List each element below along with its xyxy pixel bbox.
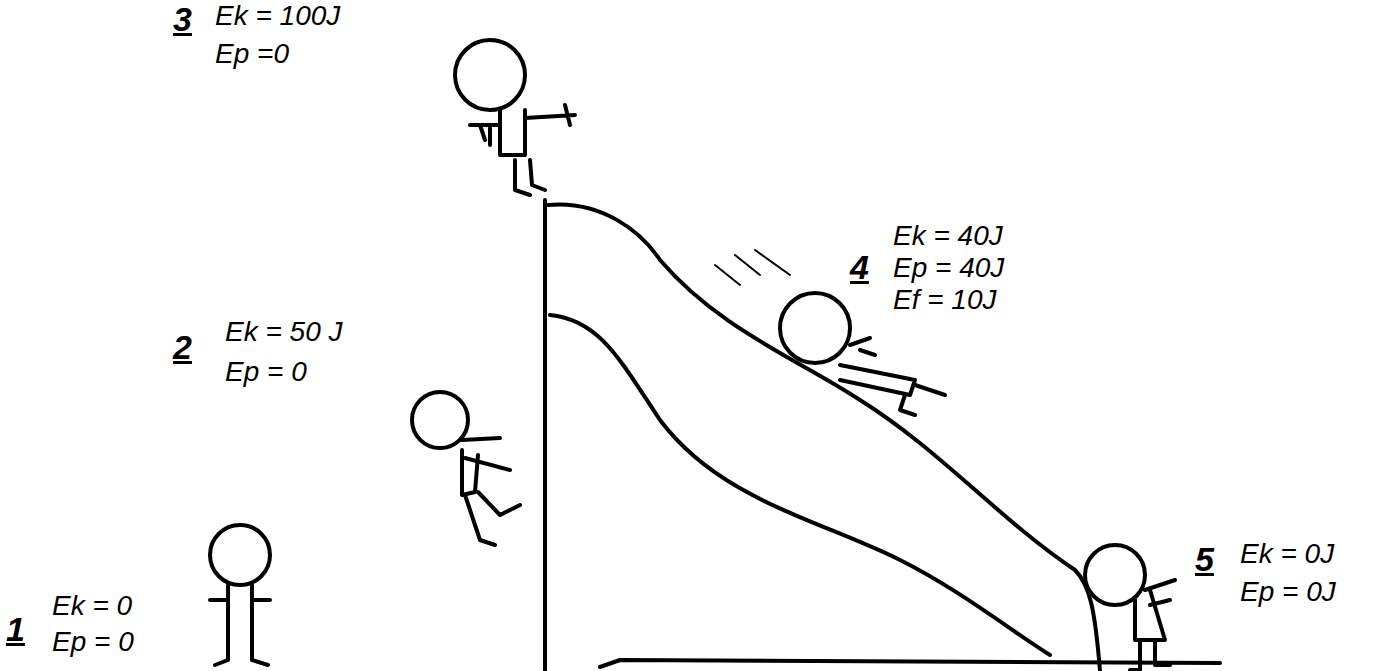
slide-top-edge [548, 204, 1100, 671]
energy-label: Ek = 0 [52, 592, 132, 620]
callout-number: 3 [173, 2, 192, 36]
stick-figure [210, 525, 270, 665]
energy-label: Ek = 40J [893, 222, 1003, 250]
energy-label: Ep =0 [215, 40, 289, 68]
energy-label: Ep = 40J [893, 254, 1004, 282]
callout-number: 2 [173, 330, 192, 364]
energy-label: Ep = 0J [1240, 578, 1336, 606]
callout-number: 4 [850, 250, 869, 284]
slide-ladder-wall [543, 200, 547, 671]
callout-number: 5 [1195, 542, 1214, 576]
stick-figure [455, 40, 575, 195]
energy-label: Ep = 0 [225, 358, 307, 386]
stick-figure [412, 392, 520, 545]
slide-bottom-edge [550, 315, 1050, 655]
callout-number: 1 [6, 612, 25, 646]
speed-lines [715, 250, 790, 285]
energy-label: Ef = 10J [893, 286, 997, 314]
energy-label: Ek = 50 J [225, 318, 343, 346]
stick-figure [1085, 545, 1175, 670]
ground-line [600, 660, 1220, 667]
energy-label: Ek = 0J [1240, 540, 1334, 568]
energy-label: Ep = 0 [52, 628, 134, 656]
energy-label: Ek = 100J [215, 2, 340, 30]
